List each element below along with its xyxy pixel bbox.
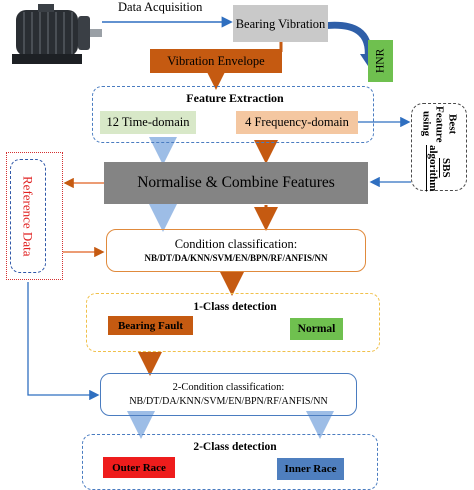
normal-box: Normal (290, 318, 343, 340)
best-feature-text: Best Feature using SBS algorithm (411, 103, 467, 191)
condition-classification-box: Condition classification: NB/DT/DA/KNN/S… (106, 229, 366, 272)
bearing-fault-box: Bearing Fault (108, 316, 193, 335)
condition-classification-title: Condition classification: (174, 236, 298, 251)
data-acquisition-label: Data Acquisition (118, 0, 203, 14)
two-class-detection-title: 2-Class detection (193, 441, 277, 453)
normalise-combine-box: Normalise & Combine Features (104, 162, 368, 204)
best-feature-line1: Best Feature using (420, 105, 459, 142)
reference-data-label: Reference Data (20, 175, 36, 257)
feature-extraction-group (92, 86, 374, 143)
frequency-domain-box: 4 Frequency-domain (236, 111, 358, 134)
inner-race-box: Inner Race (277, 458, 344, 480)
reference-data-outer (6, 152, 63, 280)
electric-motor-icon (12, 4, 102, 64)
vibration-envelope-box: Vibration Envelope (150, 49, 282, 73)
best-feature-line2: SBS algorithm (427, 144, 452, 192)
reference-data-inner (10, 159, 46, 273)
condition-classification-2-box: 2-Condition classification: NB/DT/DA/KNN… (100, 373, 357, 416)
hnr-box: HNR (368, 40, 393, 82)
classifier-list-1: NB/DT/DA/KNN/SVM/EN/BPN/RF/ANFIS/NN (144, 252, 328, 263)
arrow-bearing-hnr (321, 21, 372, 59)
one-class-detection-group (86, 293, 380, 352)
best-feature-box (411, 103, 467, 191)
classifier-list-2: NB/DT/DA/KNN/SVM/EN/BPN/RF/ANFIS/NN (129, 396, 328, 407)
outer-race-box: Outer Race (103, 457, 175, 478)
one-class-detection-title: 1-Class detection (193, 301, 277, 313)
arrow-ref-cond2 (27, 282, 100, 401)
time-domain-box: 12 Time-domain (100, 111, 196, 134)
bearing-vibration-box: Bearing Vibration (233, 5, 328, 42)
condition-classification-2-title: 2-Condition classification: (172, 382, 285, 393)
feature-extraction-title: Feature Extraction (186, 90, 284, 105)
